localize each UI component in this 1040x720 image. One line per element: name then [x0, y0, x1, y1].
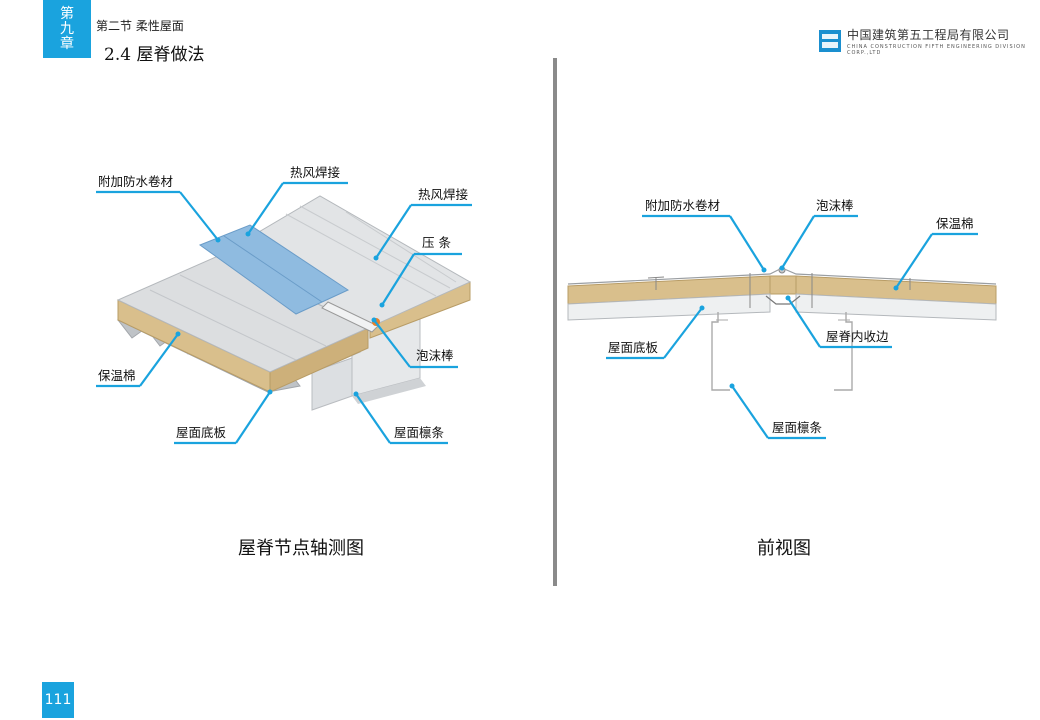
insulation-shape: [117, 281, 471, 393]
chapter-char: 第: [60, 5, 74, 22]
section-label: 第二节 柔性屋面: [96, 19, 184, 33]
vertical-divider: [553, 58, 557, 586]
front-purlin-shape: [711, 312, 853, 391]
label-foam-rod: 泡沫棒: [416, 348, 454, 363]
company-name-en: CHINA CONSTRUCTION FIFTH ENGINEERING DIV…: [847, 44, 1026, 56]
chapter-badge: 第 九 章: [43, 0, 91, 58]
company-name-cn: 中国建筑第五工程局有限公司: [847, 28, 1010, 42]
additional-membrane-strip: [198, 224, 350, 315]
label-purlin: 屋面檩条: [394, 425, 445, 440]
label-additional-membrane: 附加防水卷材: [98, 174, 173, 189]
company-logo: 中国建筑第五工程局有限公司 CHINA CONSTRUCTION FIFTH E…: [819, 26, 1040, 56]
left-figure-caption: 屋脊节点轴测图: [238, 538, 364, 559]
label-insulation: 保温棉: [98, 368, 136, 383]
label-hot-air-weld-1: 热风焊接: [290, 165, 341, 180]
label-ridge-fold: 屋脊内收边: [826, 329, 889, 344]
label-front-purlin: 屋面檩条: [772, 420, 823, 435]
right-figure-caption: 前视图: [757, 538, 811, 559]
label-front-additional-membrane: 附加防水卷材: [645, 198, 720, 213]
cscec-logo-icon: [819, 30, 841, 52]
label-roof-deck: 屋面底板: [176, 425, 227, 440]
label-batten: 压 条: [422, 235, 451, 250]
chapter-char: 章: [60, 35, 74, 52]
page-title: 2.4 屋脊做法: [104, 45, 205, 65]
roof-membrane-shape: [116, 195, 472, 373]
chapter-char: 九: [60, 20, 74, 37]
label-front-roof-deck: 屋面底板: [608, 340, 659, 355]
label-hot-air-weld-2: 热风焊接: [418, 187, 469, 202]
label-front-foam-rod: 泡沫棒: [816, 198, 854, 213]
label-front-insulation: 保温棉: [936, 216, 974, 231]
page-number: 111: [42, 682, 74, 718]
